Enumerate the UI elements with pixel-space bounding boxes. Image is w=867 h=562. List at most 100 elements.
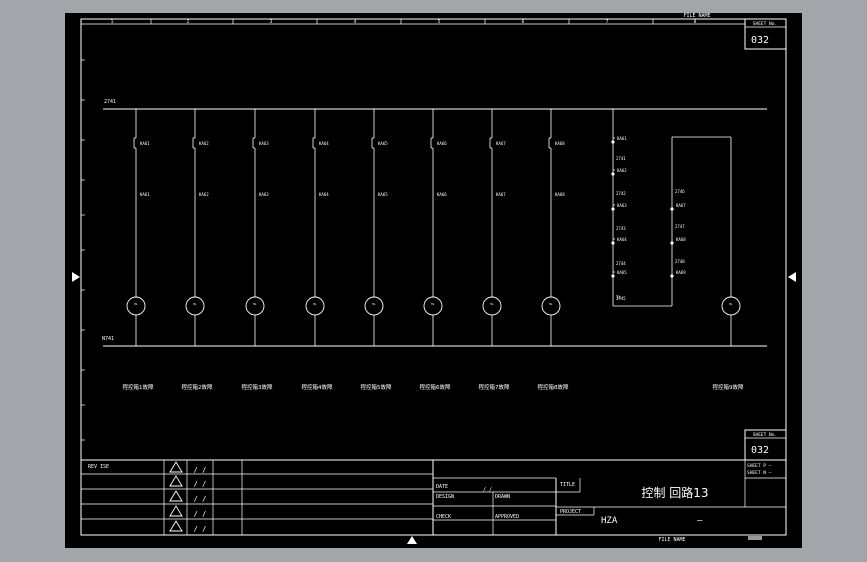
sheet-no-label-top: SHEET No. [753, 21, 777, 27]
branch-wire-label: KA63 [259, 192, 269, 197]
series-wire-label: 2746 [675, 189, 685, 194]
series-contact-label: KA63 [617, 203, 627, 208]
revision-triangle-icon [169, 461, 183, 473]
series-contact-label: KA69 [676, 270, 686, 275]
column-number: 5 [438, 19, 441, 25]
branch-caption: 程控箱8故障 [538, 383, 569, 391]
sheet-background [65, 13, 802, 548]
branch-caption: 程控箱5故障 [361, 383, 392, 391]
revision-row-date: / / [194, 510, 207, 518]
sheet-number-top: 032 [751, 35, 769, 46]
project-extra: — [697, 516, 703, 526]
branch-caption: 程控箱1故障 [123, 383, 154, 391]
branch-contact-label: KA65 [378, 141, 388, 146]
series-contact-node [670, 207, 674, 211]
column-ticks [150, 19, 654, 24]
branch-wire-label: KA62 [199, 192, 209, 197]
series-contact-node [611, 172, 615, 176]
column-number: 6 [522, 19, 525, 25]
series-contact-node [611, 207, 615, 211]
branch-caption: 程控箱6故障 [420, 383, 451, 391]
check-label: CHECK [436, 514, 451, 520]
bottom-edge-arrow-icon[interactable] [407, 536, 417, 544]
branch-contact-label: KA63 [259, 141, 269, 146]
series-wire-label: 2742 [616, 191, 626, 196]
revision-triangle-icon [169, 475, 183, 487]
right-edge-arrow-icon[interactable] [788, 272, 796, 282]
sheet-no-label-bottom: SHEET No. [753, 432, 777, 438]
branch-wire-label: KA65 [378, 192, 388, 197]
file-name-label: FILE NAME [683, 13, 710, 19]
column-number: 7 [606, 19, 609, 25]
revision-label: REV ISE [88, 464, 109, 470]
branch-contact-label: KA62 [199, 141, 209, 146]
title-block: REV ISE / // // // // / DATE / / DESIGN … [80, 459, 787, 536]
series-contact-node [670, 241, 674, 245]
series-end-label: TA [616, 295, 621, 300]
branch-caption: 程控箱9故障 [713, 383, 744, 391]
series-wire-label: 2743 [616, 226, 626, 231]
series-wire-label: 2741 [616, 156, 626, 161]
sheet-number-box-top [744, 18, 787, 50]
lamp-label: HL [431, 302, 435, 306]
branch-contact-label: KA64 [319, 141, 329, 146]
series-wire-label: 2747 [675, 224, 685, 229]
date-label: DATE [436, 484, 448, 490]
revision-row-date: / / [194, 480, 207, 488]
revision-row-date: / / [194, 495, 207, 503]
branch-contact-label: KA67 [496, 141, 506, 146]
date-value: / / [483, 487, 492, 493]
revision-triangle-icon [169, 520, 183, 532]
revision-rows: / / / / / / / / / / [169, 461, 207, 533]
revision-row-date: / / [194, 466, 207, 474]
branch-contact-label: KA66 [437, 141, 447, 146]
sheet-number-bottom: 032 [751, 445, 769, 456]
branch-contact-label: KA68 [555, 141, 565, 146]
branch-caption: 程控箱7故障 [479, 383, 510, 391]
lamp-label: HL [549, 302, 553, 306]
series-contact-label: KA67 [676, 203, 686, 208]
sheet-prev-label: SHEET P — [747, 463, 772, 469]
drawn-label: DRAWN [495, 494, 510, 500]
left-edge-arrow-icon[interactable] [72, 272, 80, 282]
branch-contact-label: KA61 [140, 141, 150, 146]
drawing-title: 控制 回路13 [641, 485, 708, 500]
revision-row-date: / / [194, 525, 207, 533]
lamp-label: HL [372, 302, 376, 306]
top-bus-label: 2741 [104, 99, 116, 105]
series-wire-label: 2748 [675, 259, 685, 264]
series-contact-label: KA68 [676, 237, 686, 242]
title-label: TITLE [560, 482, 575, 488]
series-contact-label: KA62 [617, 168, 627, 173]
column-number: 4 [354, 19, 357, 25]
branch-wire-label: KA64 [319, 192, 329, 197]
series-wire-label: 2745 [616, 296, 626, 301]
bottom-bus-label: N741 [102, 336, 114, 342]
branch-caption: 程控箱4故障 [302, 383, 333, 391]
project-name: HZA [601, 516, 618, 526]
branch-wire-label: KA67 [496, 192, 506, 197]
project-label: PROJECT [560, 509, 581, 515]
series-wire-label: 2744 [616, 261, 626, 266]
side-ticks [81, 59, 85, 441]
branch-caption: 程控箱3故障 [242, 383, 273, 391]
series-contact-chain: KA61KA62KA63KA64KA6527412742274327442745… [611, 109, 744, 391]
series-contact-label: KA64 [617, 237, 627, 242]
series-contact-label: KA61 [617, 136, 627, 141]
lamp-label: HL [253, 302, 257, 306]
file-name-label-bottom: FILE NAME [658, 537, 685, 543]
lamp-label: HL [134, 302, 138, 306]
sheet-next-label: SHEET N — [747, 470, 772, 476]
branch-caption: 程控箱2故障 [182, 383, 213, 391]
branch-wire-label: KA68 [555, 192, 565, 197]
